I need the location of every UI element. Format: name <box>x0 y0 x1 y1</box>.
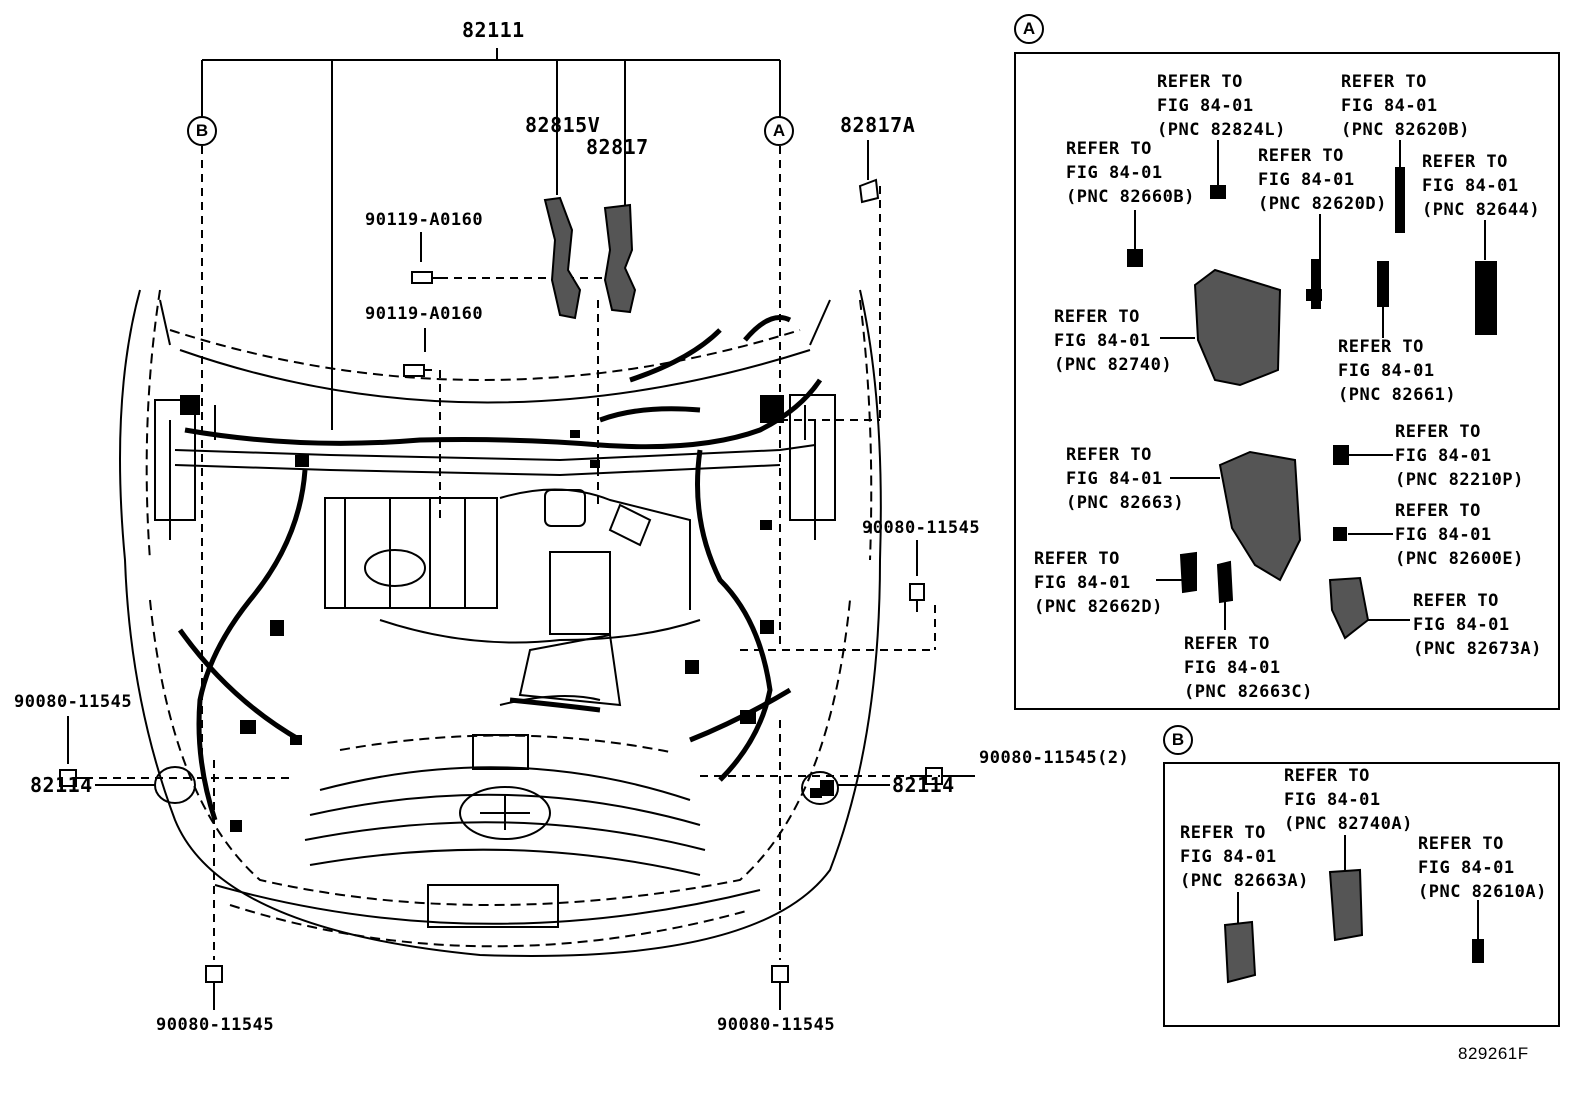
bolt-label-upper: 90119-A0160 <box>365 210 484 230</box>
bolt-label-left: 90080-11545 <box>14 692 133 712</box>
engine-art <box>324 488 701 770</box>
figure-code: 829261F <box>1458 1044 1529 1063</box>
detail-a-art <box>1127 140 1497 640</box>
support-art <box>154 394 836 540</box>
detail-b-frame <box>1163 762 1560 1027</box>
part-label-82815v: 82815V <box>525 113 601 137</box>
bolt-label-right: 90080-11545 <box>862 518 981 538</box>
clip-82114-art <box>95 766 890 805</box>
detail-b-art <box>1223 835 1484 984</box>
detail-a-marker: A <box>1014 14 1044 44</box>
detail-b-marker: B <box>1163 725 1193 755</box>
part-label-82817a: 82817A <box>840 113 916 137</box>
marker-a: A <box>764 116 794 146</box>
connectors <box>180 395 834 832</box>
dashed-leaders <box>85 146 940 960</box>
bolt-art <box>59 232 975 1010</box>
bolt-label-bottom-right: 90080-11545 <box>717 1015 836 1035</box>
part-label-82111: 82111 <box>462 18 525 42</box>
bolt-label-lower: 90119-A0160 <box>365 304 484 324</box>
leader-82111 <box>201 48 781 430</box>
bolt-label-bottom-left: 90080-11545 <box>156 1015 275 1035</box>
clip-label-right: 82114 <box>892 773 955 797</box>
clip-label-left: 82114 <box>30 773 93 797</box>
wire-harness <box>177 315 823 821</box>
clip-82817a-art <box>858 140 880 204</box>
bolt-label-right-side: 90080-11545(2) <box>979 748 1130 768</box>
marker-b: B <box>187 116 217 146</box>
bracket-art <box>543 196 637 320</box>
grille-art <box>304 734 706 928</box>
hood-outline <box>119 289 882 957</box>
detail-a-frame <box>1014 52 1560 710</box>
part-label-82817: 82817 <box>586 135 649 159</box>
